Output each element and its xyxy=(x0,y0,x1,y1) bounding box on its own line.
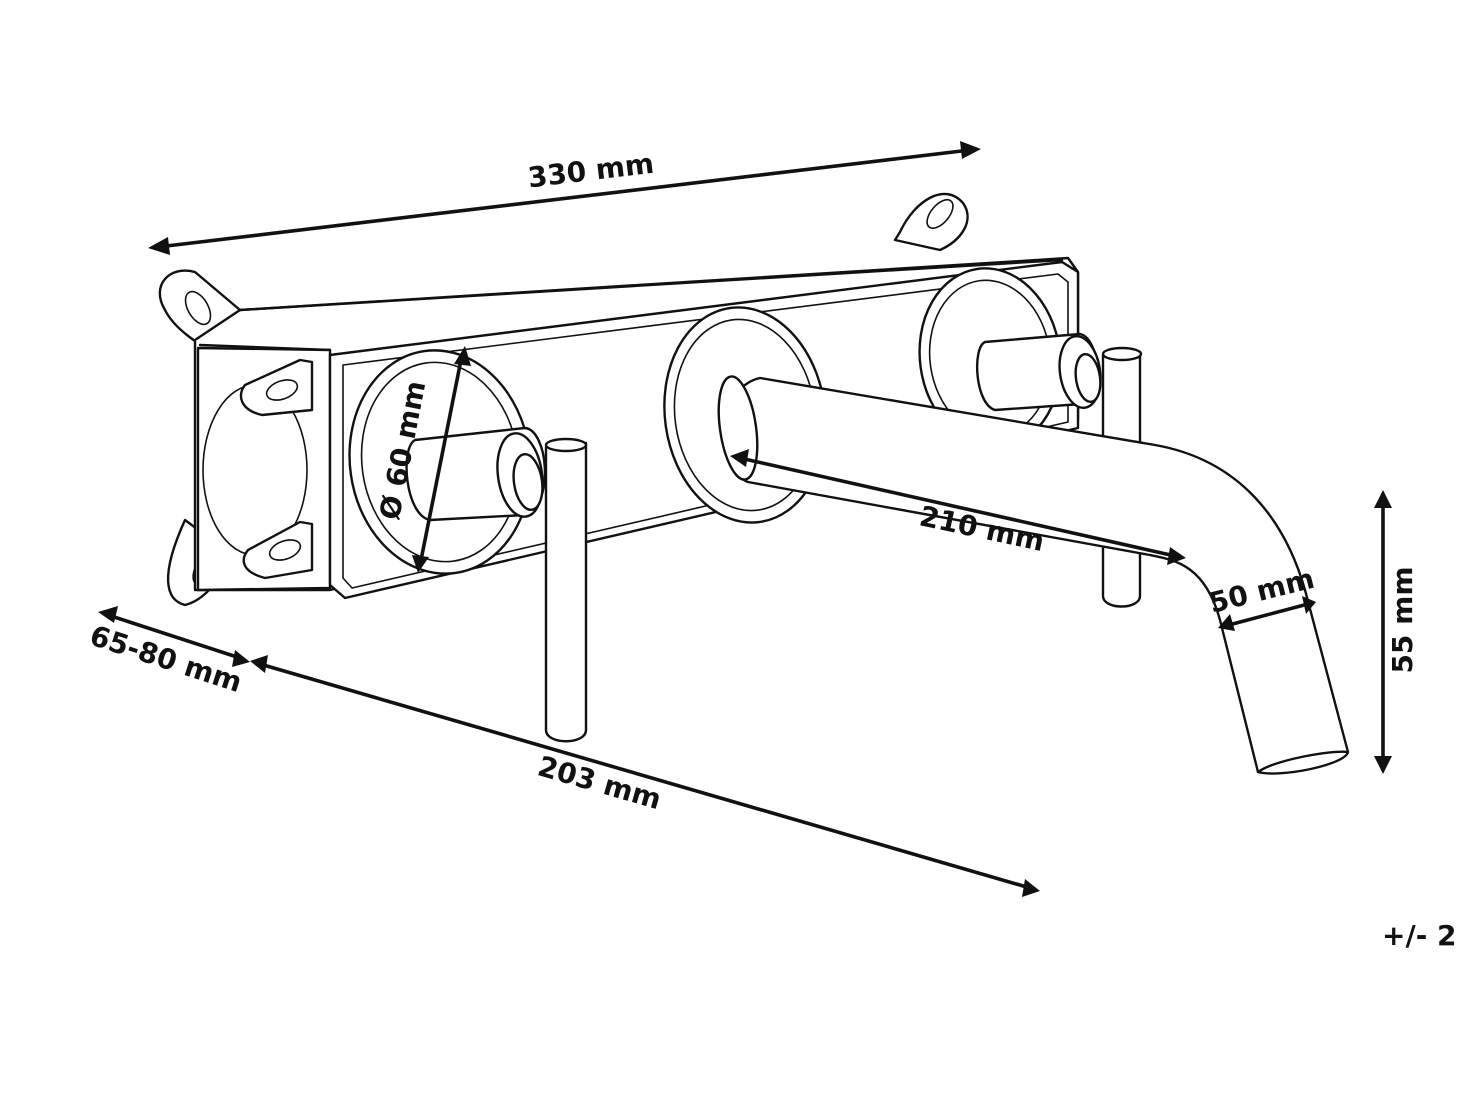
label-width-total: 330 mm xyxy=(526,147,656,195)
dim-203-line xyxy=(258,662,1032,890)
dim-60-line xyxy=(418,353,464,567)
tolerance-note: +/- 2 c xyxy=(1382,919,1460,952)
dim-50-line xyxy=(1223,602,1310,628)
dimension-lines xyxy=(98,141,1392,897)
spout xyxy=(717,375,1350,775)
label-mounting-depth: 65-80 mm xyxy=(86,619,246,699)
dim-210-line xyxy=(738,456,1177,558)
dim-330-line xyxy=(156,148,972,249)
dim-65-80-line xyxy=(106,613,242,660)
label-spout-height: 55 mm xyxy=(1386,566,1419,673)
label-handle-spacing: 203 mm xyxy=(534,750,665,817)
